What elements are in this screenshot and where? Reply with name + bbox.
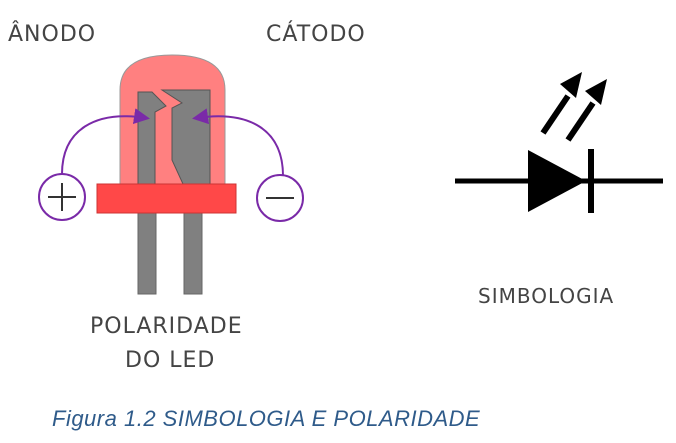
- diode-symbol-icon: [455, 72, 663, 213]
- led-flange: [96, 183, 237, 214]
- plus-icon: [38, 173, 86, 221]
- led-leg-cathode: [183, 209, 203, 295]
- polarity-label-line1: POLARIDADE: [90, 314, 243, 339]
- light-emission-arrows-icon: [540, 72, 607, 142]
- led-leg-anode: [137, 209, 157, 295]
- cathode-arrow: [192, 108, 284, 177]
- anode-label: ÂNODO: [8, 22, 97, 47]
- led-drawing: [96, 54, 237, 295]
- symbology-label: SIMBOLOGIA: [478, 284, 615, 308]
- cathode-label: CÁTODO: [266, 22, 366, 47]
- minus-icon: [256, 174, 304, 222]
- polarity-label-line2: DO LED: [125, 348, 216, 373]
- figure-caption: Figura 1.2 SIMBOLOGIA E POLARIDADE: [52, 406, 481, 431]
- anode-arrow: [61, 108, 150, 175]
